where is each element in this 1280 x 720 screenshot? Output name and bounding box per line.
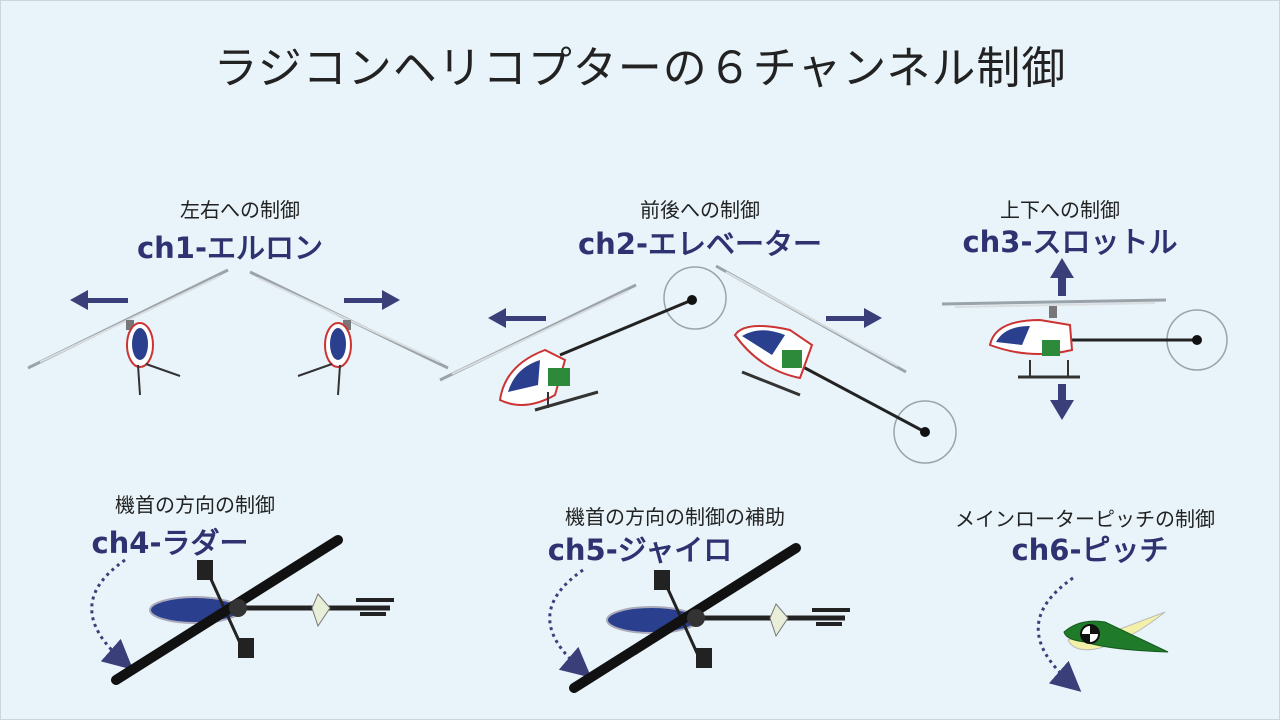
ch3-illustration [941,258,1228,420]
diagram-title: ラジコンヘリコプターの６チャンネル制御 [213,43,1067,94]
ch2-illustration [439,264,957,464]
ch2-heli-backward-icon [715,264,957,464]
ch4-subtitle: 機首の方向の制御 [115,493,275,517]
ch1-heli-left-icon [27,268,229,396]
ch2-right-arrow-icon [826,308,882,328]
ch3-heli-hover-icon [941,298,1228,379]
ch1-heli-right-icon [249,270,449,396]
ch5-heli-top-icon [569,543,850,693]
ch1-illustration [27,268,449,396]
ch5-label: ch5-ジャイロ [547,533,733,567]
ch6-label: ch6-ピッチ [1011,533,1169,567]
ch5-rotation-arrow-icon [548,568,592,678]
ch4-illustration [90,535,394,685]
ch4-rotation-arrow-icon [90,558,134,670]
ch4-label: ch4-ラダー [91,526,249,560]
ch2-heli-forward-icon [439,266,727,412]
ch2-label: ch2-エレベーター [577,227,823,261]
ch1-right-arrow-icon [344,290,400,310]
ch1-label: ch1-エルロン [136,231,324,265]
ch1-left-arrow-icon [70,290,128,310]
ch6-subtitle: メインローターピッチの制御 [955,507,1215,531]
ch5-illustration [548,543,850,693]
ch5-subtitle: 機首の方向の制御の補助 [565,505,785,529]
ch6-illustration [1036,576,1169,692]
ch3-up-arrow-icon [1050,258,1074,296]
ch3-down-arrow-icon [1050,384,1074,420]
ch1-subtitle: 左右への制御 [180,198,300,222]
ch2-left-arrow-icon [488,308,546,328]
ch3-subtitle: 上下への制御 [1000,198,1120,222]
ch3-label: ch3-スロットル [962,225,1178,259]
ch6-blade-pitch-icon [1063,611,1169,653]
ch4-heli-top-icon [111,535,394,685]
ch2-subtitle: 前後への制御 [640,198,760,222]
